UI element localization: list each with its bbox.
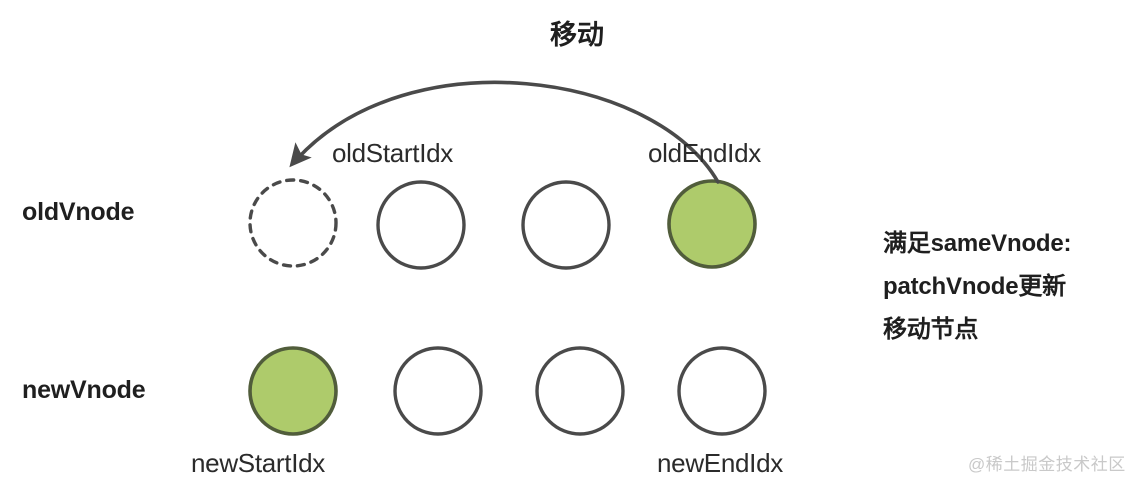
watermark-label: @稀土掘金技术社区 (968, 455, 1126, 474)
row-label-newvnode: newVnode (22, 376, 146, 404)
pointer-label-oldendidx: oldEndIdx (648, 138, 761, 168)
pointer-label-newstartidx: newStartIdx (191, 448, 325, 478)
move-arrow (289, 80, 720, 184)
pointer-label-oldstartidx: oldStartIdx (332, 138, 453, 168)
pointer-label-newendidx: newEndIdx (657, 448, 783, 478)
note-line-1: 满足sameVnode: (883, 230, 1072, 257)
old-node-0-placeholder[interactable] (248, 178, 338, 268)
new-node-3[interactable] (677, 346, 767, 436)
old-node-2[interactable] (521, 180, 611, 270)
row-label-oldvnode: oldVnode (22, 198, 135, 226)
move-title: 移动 (550, 20, 604, 50)
new-node-2[interactable] (535, 346, 625, 436)
old-node-1[interactable] (376, 180, 466, 270)
note-line-2: patchVnode更新 (883, 273, 1066, 300)
new-node-0-highlight[interactable] (248, 346, 338, 436)
note-line-3: 移动节点 (883, 316, 979, 343)
old-node-3-highlight[interactable] (667, 179, 757, 269)
new-node-1[interactable] (393, 346, 483, 436)
